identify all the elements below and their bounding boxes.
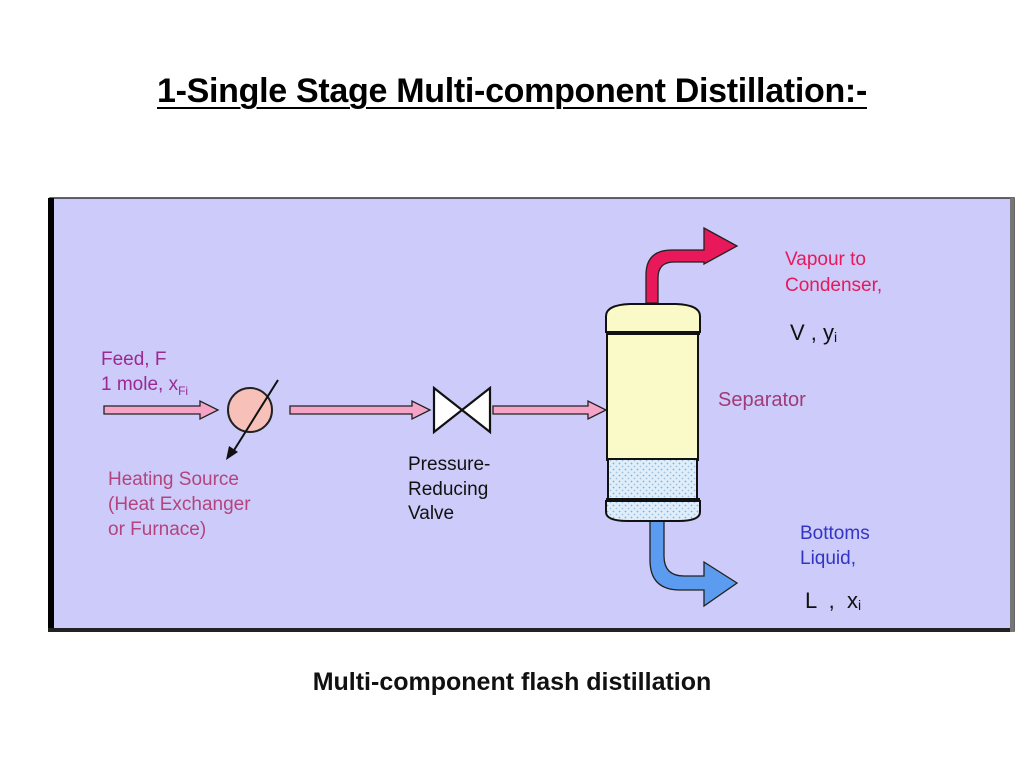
panel-left-border: [48, 198, 54, 632]
feed-moles-text: 1 mole, x: [101, 374, 179, 395]
feed-moles-subscript: Fi: [178, 384, 188, 398]
valve-label-line3: Valve: [408, 503, 454, 524]
heat-exchanger-icon: [227, 387, 273, 433]
vapour-symbol-text: V , y: [790, 320, 834, 345]
valve-label: Pressure-: [408, 454, 490, 475]
panel-bottom-border: [48, 628, 1014, 632]
heat-exchanger-diagonal: [230, 379, 279, 456]
vapour-symbol: V , yi: [790, 320, 837, 345]
bottoms-symbol-text: L , x: [805, 588, 858, 613]
vapour-label-line2: Condenser,: [785, 275, 882, 296]
separator-label: Separator: [718, 389, 806, 411]
flow-arrow-to-valve: [289, 399, 432, 421]
slide-title: 1-Single Stage Multi-component Distillat…: [157, 72, 867, 110]
bottoms-outlet-arrow: [649, 519, 739, 608]
vapour-label: Vapour to: [785, 249, 866, 270]
bottoms-symbol-subscript: i: [858, 597, 861, 613]
flow-arrow-to-separator: [492, 399, 608, 421]
feed-arrow: [103, 399, 220, 421]
bottoms-label-line2: Liquid,: [800, 548, 856, 569]
separator-vessel: [605, 303, 701, 522]
bottoms-label: Bottoms: [800, 523, 870, 544]
pressure-reducing-valve-icon: [432, 385, 492, 435]
feed-moles-label: 1 mole, xFi: [101, 374, 188, 398]
vapour-outlet-arrow: [645, 226, 739, 304]
bottoms-symbol: L , xi: [805, 588, 861, 613]
heating-source-line3: or Furnace): [108, 519, 206, 540]
panel-right-border: [1010, 198, 1014, 632]
valve-label-line2: Reducing: [408, 479, 488, 500]
heating-source-label: Heating Source: [108, 469, 239, 490]
vapour-symbol-subscript: i: [834, 329, 837, 345]
diagram-caption: Multi-component flash distillation: [312, 668, 712, 696]
feed-label: Feed, F: [101, 349, 166, 370]
heating-arrowhead-icon: [226, 446, 238, 460]
heating-source-line2: (Heat Exchanger: [108, 494, 251, 515]
